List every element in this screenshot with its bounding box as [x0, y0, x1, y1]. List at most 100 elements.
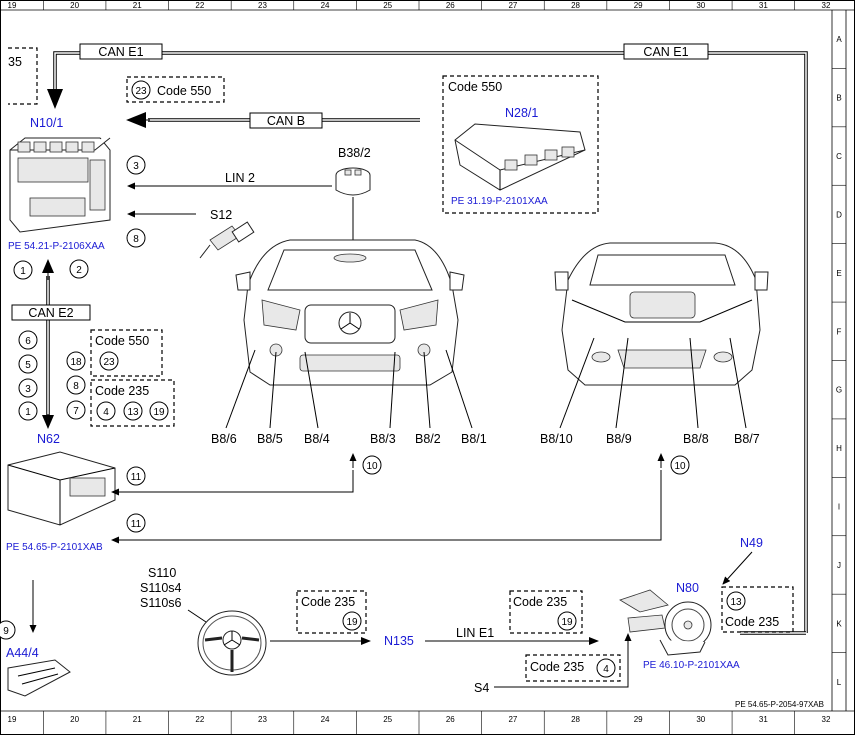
grid-row-K: K [836, 619, 842, 628]
front-sensor-leaders [225, 349, 473, 429]
svg-text:10: 10 [366, 461, 378, 472]
s110s4-label: S110s4 [140, 581, 182, 595]
grid-col-20: 20 [70, 715, 79, 724]
circle-9-fragment [0, 620, 16, 640]
code-box-fragment [8, 47, 38, 105]
code-235-label-s4: Code 235 [530, 660, 584, 674]
circle-23-top [131, 80, 151, 100]
sensor-b8-7: B8/7 [734, 432, 760, 446]
circle-4-box [96, 401, 116, 421]
can-b-bus: CAN B [126, 112, 420, 129]
circle-10-front [362, 455, 382, 475]
n28-1-ref[interactable]: PE 31.19-P-2101XAA [451, 196, 548, 207]
circle-8 [66, 375, 86, 395]
code-235-box-n80 [721, 586, 794, 633]
grid-row-H: H [836, 444, 842, 453]
grid-col-21: 21 [133, 715, 142, 724]
grid-col-31: 31 [759, 1, 768, 10]
code-235-label-n80: Code 235 [725, 615, 779, 629]
code-235-box-left [90, 379, 175, 427]
grid-col-27: 27 [508, 1, 517, 10]
grid-col-24: 24 [321, 1, 330, 10]
circle-3 [18, 378, 38, 398]
grid-col-26: 26 [446, 715, 455, 724]
grid-col-30: 30 [696, 1, 705, 10]
grid-col-25: 25 [383, 715, 392, 724]
can-e1-label-right: CAN E1 [643, 45, 688, 59]
grid-col-20: 20 [70, 1, 79, 10]
circle-18 [66, 351, 86, 371]
circle-1-upper [13, 260, 33, 280]
sensor-b8-10: B8/10 [540, 432, 573, 446]
n62-ref[interactable]: PE 54.65-P-2101XAB [6, 542, 103, 553]
front-car-illustration [235, 239, 465, 386]
circle-13-box [123, 401, 143, 421]
grid-col-26: 26 [446, 1, 455, 10]
svg-text:7: 7 [73, 406, 79, 417]
n80-steering-column-module-illustration [619, 589, 712, 656]
code-550-box-n28 [442, 75, 599, 214]
grid-col-22: 22 [195, 1, 204, 10]
n10-1-ref[interactable]: PE 54.21-P-2106XAA [8, 241, 105, 252]
circle-8-s12 [126, 228, 146, 248]
n80-ref[interactable]: PE 46.10-P-2101XAA [643, 660, 740, 671]
grid-col-29: 29 [634, 715, 643, 724]
n135-label: N135 [384, 634, 414, 648]
b38-2-sensor-illustration [335, 167, 371, 196]
code-550-box-mid [90, 329, 163, 377]
svg-text:1: 1 [25, 407, 31, 418]
n10-1-module-illustration [9, 137, 111, 233]
grid-row-C: C [836, 152, 842, 161]
circle-11-a [126, 466, 146, 486]
steering-wheel-illustration [197, 610, 267, 676]
circle-19-mid [342, 611, 362, 631]
s12-switch-illustration [199, 221, 255, 259]
svg-text:19: 19 [561, 617, 573, 628]
code-550-label-n28: Code 550 [448, 80, 502, 94]
circle-19-box [149, 401, 169, 421]
grid-col-21: 21 [133, 1, 142, 10]
code-235-box-s4 [525, 654, 621, 682]
grid-col-25: 25 [383, 1, 392, 10]
s4-leader [494, 636, 629, 688]
svg-text:23: 23 [103, 357, 115, 368]
can-e1-bus: CAN E1 CAN E1 [47, 43, 808, 635]
svg-text:18: 18 [70, 357, 82, 368]
svg-text:3: 3 [25, 384, 31, 395]
circle-13-n80 [726, 591, 746, 611]
sensor-b8-6: B8/6 [211, 432, 237, 446]
code-235-label-left: Code 235 [95, 384, 149, 398]
code-550-label-top: Code 550 [157, 84, 211, 98]
code-550-label-mid: Code 550 [95, 334, 149, 348]
svg-text:19: 19 [153, 407, 165, 418]
s110-label: S110 [148, 566, 176, 580]
fragment-label: 35 [8, 55, 22, 69]
grid-col-30: 30 [696, 715, 705, 724]
grid-row-J: J [837, 561, 841, 570]
grid-row-G: G [836, 386, 842, 395]
svg-text:8: 8 [133, 234, 139, 245]
grid-col-23: 23 [258, 715, 267, 724]
can-e2-bus: CAN E2 [11, 259, 91, 429]
circle-19-right [557, 611, 577, 631]
svg-text:9: 9 [3, 626, 9, 637]
front-sensor-to-n62-line [120, 470, 354, 493]
grid-col-24: 24 [321, 715, 330, 724]
svg-text:1: 1 [20, 266, 26, 277]
sensor-b8-1: B8/1 [461, 432, 487, 446]
svg-text:6: 6 [25, 336, 31, 347]
circle-23-box [99, 351, 119, 371]
svg-text:5: 5 [25, 360, 31, 371]
svg-text:8: 8 [73, 381, 79, 392]
circle-1 [18, 401, 38, 421]
n62-label: N62 [37, 432, 60, 446]
rear-sensor-to-n62-line [120, 470, 662, 541]
circle-4-s4 [596, 658, 616, 678]
sensor-b8-8: B8/8 [683, 432, 709, 446]
grid-col-19: 19 [8, 715, 17, 724]
sensor-b8-2: B8/2 [415, 432, 441, 446]
svg-text:13: 13 [127, 407, 139, 418]
n10-1-label: N10/1 [30, 116, 63, 130]
